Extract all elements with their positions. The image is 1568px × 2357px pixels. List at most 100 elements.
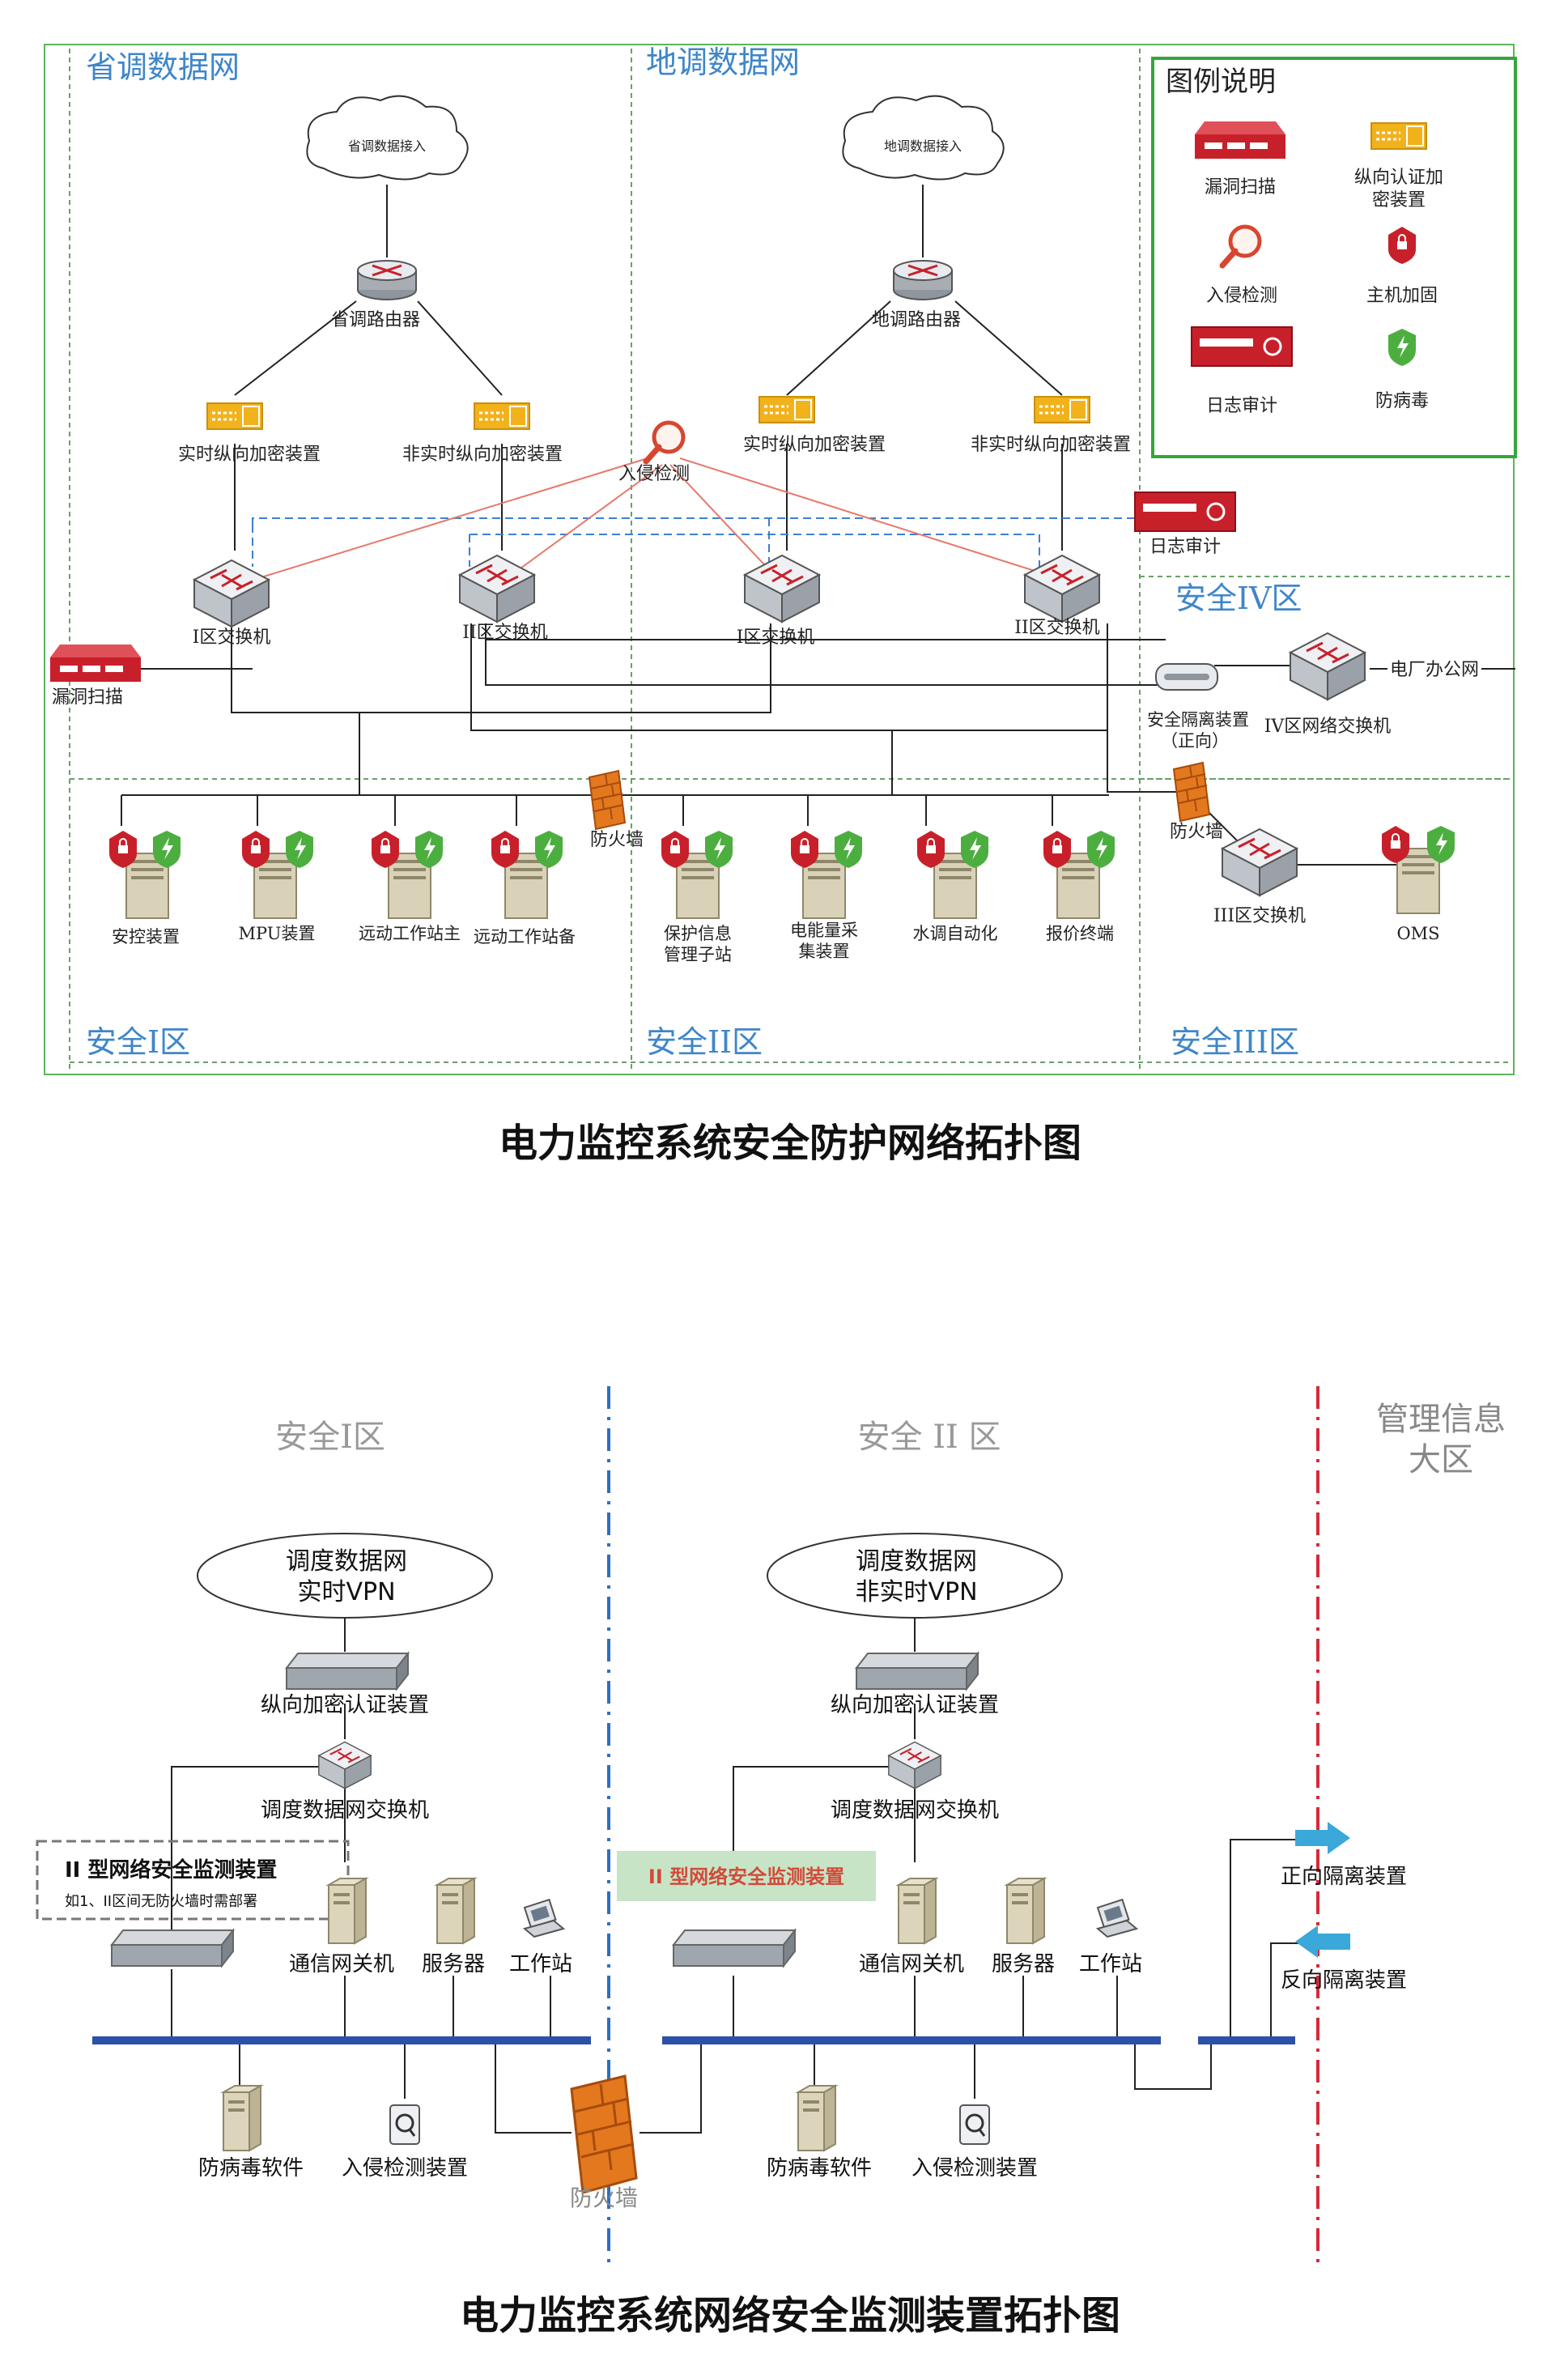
host-safety-control: 安控装置 — [108, 830, 181, 947]
local-realtime-encryptor-label: 实时纵向加密装置 — [743, 435, 886, 455]
diagram-1-caption: 电力监控系统安全防护网络拓扑图 — [499, 1121, 1081, 1166]
host-label: 远动工作站备 — [474, 927, 576, 947]
antivirus-server-icon — [797, 2085, 836, 2151]
switch-left-label: 调度数据网交换机 — [261, 1798, 429, 1823]
switch-label: I区交换机 — [193, 628, 271, 648]
host-label: 安控装置 — [112, 927, 180, 947]
local-router-icon — [892, 259, 954, 301]
monitor-left-note: 如1、II区间无防火墙时需部署 — [65, 1893, 257, 1910]
provincial-router-label: 省调路由器 — [331, 310, 420, 330]
workstation-icon — [523, 1899, 564, 1938]
legend-antivirus: 防病毒 — [1375, 391, 1429, 411]
prov-nonrealtime-encryptor-label: 非实时纵向加密装置 — [402, 445, 563, 465]
switch-right-label: 调度数据网交换机 — [831, 1798, 999, 1823]
firewall-icon — [589, 770, 626, 830]
switch-icon — [1289, 632, 1366, 701]
local-router-label: 地调路由器 — [872, 310, 961, 330]
diagram-2-caption: 电力监控系统网络安全监测装置拓扑图 — [460, 2293, 1120, 2338]
encryptor-icon — [1033, 395, 1091, 424]
legend-title: 图例说明 — [1166, 66, 1276, 98]
switch-icon — [193, 559, 270, 628]
zone-title-ii: 安全II区 — [646, 1024, 763, 1060]
host-label: 水调自动化 — [913, 924, 998, 943]
server-icon — [1006, 1878, 1045, 1944]
prov-realtime-encryptor-label: 实时纵向加密装置 — [178, 445, 321, 465]
provincial-cloud-label: 省调数据接入 — [348, 138, 426, 154]
network-links — [171, 1618, 1307, 2134]
workstation-icon — [1096, 1899, 1137, 1938]
legend-ids: 入侵检测 — [1206, 286, 1277, 306]
host-label: 报价终端 — [1046, 924, 1114, 943]
ids-label: 入侵检测 — [618, 464, 690, 484]
monitor-right-title: II 型网络安全监测装置 — [648, 1866, 844, 1888]
vulnerability-scanner-icon — [50, 645, 141, 682]
firewall-2-label: 防火墙 — [1170, 822, 1223, 842]
host-protection-info: 保护信息 管理子站 — [661, 830, 733, 964]
reverse-arrow-icon — [1295, 1925, 1350, 1958]
zone-title-iv: 安全IV区 — [1175, 581, 1302, 616]
row-right-1: 服务器 — [992, 1952, 1055, 1976]
legend-encryptor-1: 纵向认证加 — [1354, 168, 1443, 188]
monitor-left-title: II 型网络安全监测装置 — [65, 1857, 277, 1883]
host-label-1: 保护信息 — [664, 924, 732, 943]
vpn-right-line2: 非实时VPN — [855, 1578, 977, 1606]
vuln-scan-label: 漏洞扫描 — [52, 687, 123, 708]
iii-switch-label: III区交换机 — [1213, 906, 1306, 926]
provincial-cloud: 省调数据接入 — [306, 95, 469, 181]
intrusion-detection-icon — [646, 423, 683, 462]
switch-icon — [1221, 828, 1298, 897]
encryptor-icon — [206, 402, 264, 431]
intrusion-detection-icon — [958, 2104, 991, 2146]
vulnerability-scanner-icon — [1195, 121, 1285, 159]
row-right-0: 通信网关机 — [859, 1952, 964, 1976]
local-cloud-label: 地调数据接入 — [884, 138, 962, 154]
host-hardening-icon — [241, 830, 270, 869]
isolation-device-icon — [1155, 663, 1218, 691]
monitoring-device-icon — [111, 1929, 234, 1967]
legend-log-audit: 日志审计 — [1206, 396, 1277, 416]
host-hydro-automation: 水调自动化 — [913, 830, 998, 943]
vpn-left-line2: 实时VPN — [297, 1578, 395, 1606]
zone-title-ii: 安全 II 区 — [857, 1419, 1001, 1456]
isolation-forward-label-2: （正向） — [1161, 731, 1229, 751]
bottom-left-0: 防病毒软件 — [198, 2156, 304, 2180]
zone-title-i: 安全I区 — [275, 1419, 385, 1456]
reverse-isolation: 反向隔离装置 — [1281, 1925, 1407, 1993]
bottom-left-1: 入侵检测装置 — [342, 2156, 468, 2180]
firewall-label: 防火墙 — [570, 2185, 638, 2211]
host-hardening-icon — [1381, 825, 1410, 864]
plant-office-label: 电厂办公网 — [1390, 660, 1479, 680]
host-mpu: MPU装置 — [239, 830, 316, 943]
firewall-icon — [570, 2074, 638, 2194]
local-nonrealtime-encryptor-label: 非实时纵向加密装置 — [971, 435, 1131, 455]
host-label-2: 管理子站 — [664, 945, 732, 964]
ids-monitor-links — [242, 457, 1053, 584]
encryptor-icon — [473, 402, 531, 431]
zone-title-mgmt-1: 管理信息 — [1376, 1401, 1506, 1438]
gateway-server-icon — [328, 1878, 367, 1944]
encryptor-appliance-icon — [856, 1653, 979, 1690]
row-right-2: 工作站 — [1079, 1952, 1142, 1976]
firewall-icon — [1173, 762, 1210, 822]
zone-title-iii: 安全III区 — [1171, 1024, 1299, 1060]
monitor-right-box — [617, 1851, 876, 1901]
forward-arrow-icon — [1295, 1822, 1350, 1854]
bottom-right-1: 入侵检测装置 — [911, 2156, 1038, 2180]
host-label: OMS — [1396, 924, 1439, 943]
log-audit-label: 日志审计 — [1149, 537, 1221, 557]
reverse-isolation-label: 反向隔离装置 — [1281, 1968, 1407, 1993]
encryptor-icon — [758, 395, 816, 424]
switch-label: I区交换机 — [737, 628, 815, 648]
switch-icon — [1023, 554, 1101, 623]
switch-icon — [317, 1741, 372, 1789]
outer-border — [44, 44, 1515, 1075]
local-cloud: 地调数据接入 — [842, 95, 1005, 181]
host-label: MPU装置 — [239, 924, 316, 943]
host-label-2: 集装置 — [799, 942, 850, 961]
monitoring-device-topology: 安全I区 安全 II 区 管理信息 大区 调度数据网 实时VPN 调度数据网 非… — [36, 1386, 1506, 2338]
host-hardening-icon — [790, 830, 819, 869]
host-telecontrol-main: 远动工作站主 — [359, 830, 461, 943]
legend-host-hardening: 主机加固 — [1366, 286, 1438, 306]
row-left-1: 服务器 — [422, 1952, 485, 1976]
